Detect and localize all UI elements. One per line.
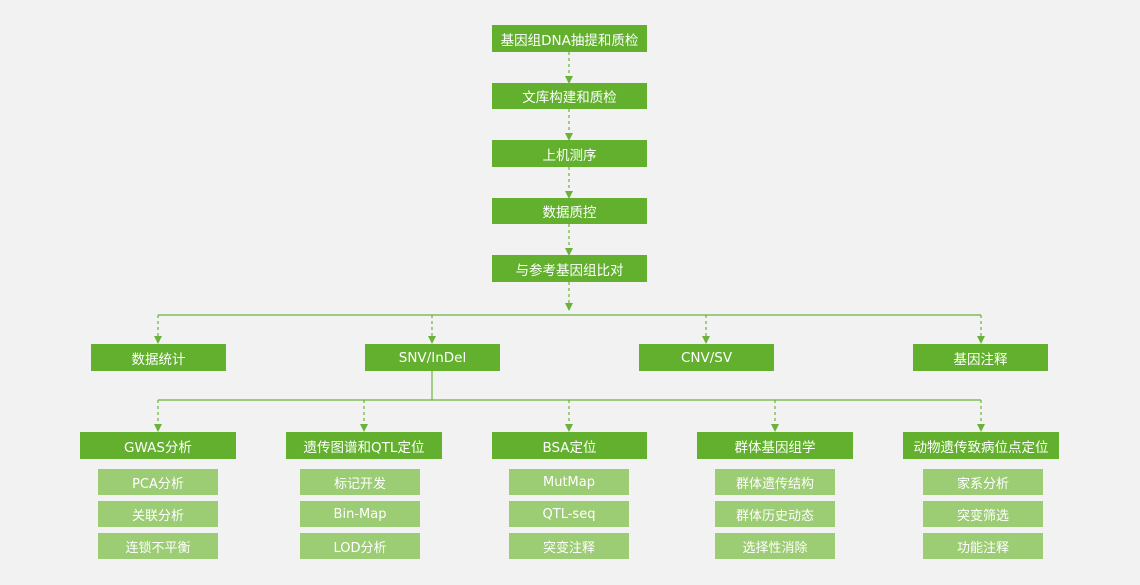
step-dna-extraction: 基因组DNA抽提和质检	[492, 25, 647, 52]
application-item: 关联分析	[98, 501, 218, 527]
application-item: 选择性消除	[715, 533, 835, 559]
analysis-data-statistics: 数据统计	[91, 344, 226, 371]
application-item: 家系分析	[923, 469, 1043, 495]
step-quality-control: 数据质控	[492, 198, 647, 224]
application-item: 功能注释	[923, 533, 1043, 559]
application-item: 突变注释	[509, 533, 629, 559]
application-item: 群体历史动态	[715, 501, 835, 527]
application-item: LOD分析	[300, 533, 420, 559]
application-item: 标记开发	[300, 469, 420, 495]
application-title-genetic-map-qtl: 遗传图谱和QTL定位	[286, 432, 442, 459]
analysis-gene-annotation: 基因注释	[913, 344, 1048, 371]
step-alignment: 与参考基因组比对	[492, 255, 647, 282]
application-title-population-genomics: 群体基因组学	[697, 432, 853, 459]
application-item: QTL-seq	[509, 501, 629, 527]
application-item: 群体遗传结构	[715, 469, 835, 495]
application-title-gwas: GWAS分析	[80, 432, 236, 459]
application-item: 连锁不平衡	[98, 533, 218, 559]
analysis-cnv-sv: CNV/SV	[639, 344, 774, 371]
step-library-construction: 文库构建和质检	[492, 83, 647, 109]
application-title-animal-disease-loci: 动物遗传致病位点定位	[903, 432, 1059, 459]
step-sequencing: 上机测序	[492, 140, 647, 167]
application-item: MutMap	[509, 469, 629, 495]
application-item: PCA分析	[98, 469, 218, 495]
application-item: 突变筛选	[923, 501, 1043, 527]
analysis-snv-indel: SNV/InDel	[365, 344, 500, 371]
application-item: Bin-Map	[300, 501, 420, 527]
application-title-bsa: BSA定位	[492, 432, 647, 459]
